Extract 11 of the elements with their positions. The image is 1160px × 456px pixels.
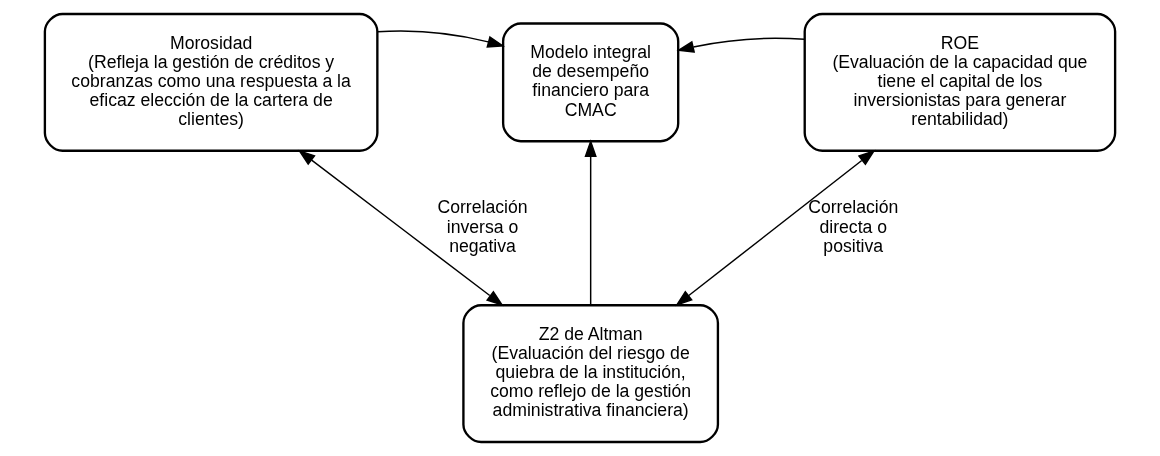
- node-box: ROE (Evaluación de la capacidad que tiene el capital de los inversionistas para generar rentabilidad): [803, 12, 1117, 152]
- edge-label: Correlación inversa o negativa: [437, 197, 528, 256]
- arrow: [376, 30, 505, 48]
- arrow: [676, 37, 806, 53]
- arrow: [584, 139, 597, 306]
- edge-label: Correlación directa o positiva: [808, 197, 899, 256]
- arrow: [297, 149, 504, 307]
- node-box: Morosidad (Refleja la gestión de créditos y cobranzas como una respuesta a la eficaz elección de la cartera de clientes): [43, 12, 379, 152]
- arrow: [675, 149, 876, 307]
- node-box: Z2 de Altman (Evaluación del riesgo de quiebra de la institución, como reflejo de la gestión administrativa financiera): [462, 304, 720, 444]
- node-box: Modelo integral de desempeño financiero para CMAC: [501, 22, 680, 143]
